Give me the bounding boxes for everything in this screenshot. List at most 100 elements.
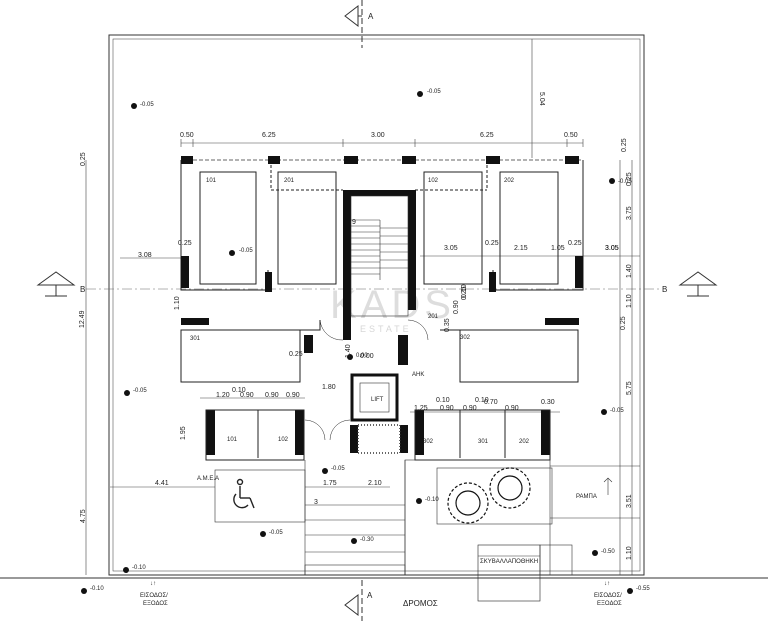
dim-090g: 0.90 xyxy=(505,405,519,412)
inner-dimensions: 3.08 0.25 3.05 0.25 2.15 1.05 0.25 3.05 … xyxy=(138,219,619,506)
top-dimensions: 0.50 6.25 3.00 6.25 0.50 xyxy=(180,132,578,139)
bins-label: ΣΚΥΒΑΛΛΑΠΟΘΗΚΗ xyxy=(480,559,538,565)
room-201b: 201 xyxy=(428,314,439,320)
dim-top-1: 0.50 xyxy=(180,132,194,139)
dim-090b: 0.90 xyxy=(240,392,254,399)
lift-shaft: LIFT xyxy=(350,373,399,422)
dim-right-11: 3.51 xyxy=(626,494,633,508)
dim-070: 0.70 xyxy=(484,399,498,406)
dim-left-2: 12.49 xyxy=(79,310,86,328)
dim-305a: 3.05 xyxy=(444,245,458,252)
svg-text:ΕΞΟΔΟΣ: ΕΞΟΔΟΣ xyxy=(143,601,168,607)
ramp-label: ΡΑΜΠΑ xyxy=(576,494,597,500)
dim-010b: 0.10 xyxy=(232,387,246,394)
section-marker-bottom: A xyxy=(344,580,373,621)
dim-left-4: 1.95 xyxy=(180,426,187,440)
dim-025d: 0.25 xyxy=(289,351,303,358)
dim-035: 0.35 xyxy=(444,318,451,332)
dim-305b: 3.05 xyxy=(605,245,619,252)
dim-left-1: 0.25 xyxy=(80,152,87,166)
dim-010a: 0.10 xyxy=(461,284,468,298)
section-marker-right: B xyxy=(662,271,718,297)
structural-columns xyxy=(181,156,583,455)
dim-left-5: 4.75 xyxy=(80,509,87,523)
amea-label: Α.Μ.Ε.Α xyxy=(197,476,219,482)
level-6: -0.05 xyxy=(610,408,624,414)
room-102b: 102 xyxy=(278,437,289,443)
dim-090a: 0.90 xyxy=(453,300,460,314)
dim-090c: 0.90 xyxy=(265,392,279,399)
dim-top-2: 6.25 xyxy=(262,132,276,139)
level-10: -0.30 xyxy=(360,537,374,543)
section-label-bottom: A xyxy=(367,591,373,600)
section-marker-left: B xyxy=(36,271,85,297)
dim-left-6: 4.41 xyxy=(155,480,169,487)
svg-text:↓↑: ↓↑ xyxy=(150,581,156,587)
dim-125: 1.25 xyxy=(414,405,428,412)
section-label-left: B xyxy=(80,285,85,294)
dim-140: 1.40 xyxy=(345,344,352,358)
ground-features xyxy=(0,459,768,602)
watermark-sub: ESTATE xyxy=(360,324,412,334)
room-302b: 302 xyxy=(423,439,434,445)
room-101a: 101 xyxy=(206,178,217,184)
lift-label: LIFT xyxy=(371,397,384,403)
dim-120: 1.20 xyxy=(216,392,230,399)
svg-text:↓↑: ↓↑ xyxy=(604,581,610,587)
dim-030: 0.30 xyxy=(541,399,555,406)
dim-010c: 0.10 xyxy=(436,397,450,404)
tree-icon xyxy=(447,467,531,524)
dim-9: 9 xyxy=(352,219,356,226)
svg-text:ΕΞΟΔΟΣ: ΕΞΟΔΟΣ xyxy=(597,601,622,607)
entrance-left: ↓↑ ΕΙΣΟΔΟΣ/ ΕΞΟΔΟΣ xyxy=(140,581,168,607)
svg-text:ΕΙΣΟΔΟΣ/: ΕΙΣΟΔΟΣ/ xyxy=(594,593,622,599)
section-label-right: B xyxy=(662,285,667,294)
level-9: -0.10 xyxy=(425,497,439,503)
dim-right-3: 0.25 xyxy=(626,172,633,186)
dim-top-5: 0.50 xyxy=(564,132,578,139)
ahk-label: ΑΗΚ xyxy=(412,372,424,378)
dim-025b: 0.25 xyxy=(485,240,499,247)
staircase xyxy=(350,195,409,317)
room-102a: 102 xyxy=(428,178,439,184)
dim-right-10: 5.75 xyxy=(626,381,633,395)
level-12: -0.10 xyxy=(90,586,104,592)
dim-210: 2.10 xyxy=(368,480,382,487)
dimension-lines xyxy=(85,39,640,575)
room-301a: 301 xyxy=(190,336,201,342)
dim-top-3: 3.00 xyxy=(371,132,385,139)
entrance-right: ↓↑ ΕΙΣΟΔΟΣ/ ΕΞΟΔΟΣ xyxy=(594,581,622,607)
room-301b: 301 xyxy=(478,439,489,445)
level-15: 0.00 xyxy=(356,353,368,359)
level-4: -0.05 xyxy=(618,179,632,185)
level-2: -0.05 xyxy=(427,89,441,95)
room-202a: 202 xyxy=(504,178,515,184)
dim-3: 3 xyxy=(314,499,318,506)
dim-right-4: 3.75 xyxy=(626,206,633,220)
dim-right-7: 0.25 xyxy=(461,286,468,300)
dim-025c: 0.25 xyxy=(568,240,582,247)
room-201a: 201 xyxy=(284,178,295,184)
right-dimensions: 5.04 0.25 0.25 3.75 3.05 1.40 0.25 1.10 … xyxy=(461,92,633,560)
level-markers xyxy=(81,91,633,594)
dim-215: 2.15 xyxy=(514,245,528,252)
dim-right-5: 3.05 xyxy=(605,245,619,252)
dim-right-12: 1.10 xyxy=(626,546,633,560)
dim-308: 3.08 xyxy=(138,252,152,259)
road-label: ΔΡΟΜΟΣ xyxy=(403,599,438,608)
dim-000: 0.00 xyxy=(360,353,374,360)
level-values: -0.05 -0.05 -0.05 -0.05 -0.05 -0.05 -0.0… xyxy=(90,89,650,592)
room-101b: 101 xyxy=(227,437,238,443)
svg-text:ΕΙΣΟΔΟΣ/: ΕΙΣΟΔΟΣ/ xyxy=(140,593,168,599)
section-label-top: A xyxy=(368,12,374,21)
room-202b: 202 xyxy=(519,439,530,445)
dim-105: 1.05 xyxy=(551,245,565,252)
level-14: -0.55 xyxy=(636,586,650,592)
dim-top-4: 6.25 xyxy=(480,132,494,139)
building-walls xyxy=(180,159,584,383)
dim-090d: 0.90 xyxy=(286,392,300,399)
dim-025a: 0.25 xyxy=(178,240,192,247)
dim-right-8: 1.10 xyxy=(626,294,633,308)
wheelchair-icon xyxy=(233,478,255,509)
